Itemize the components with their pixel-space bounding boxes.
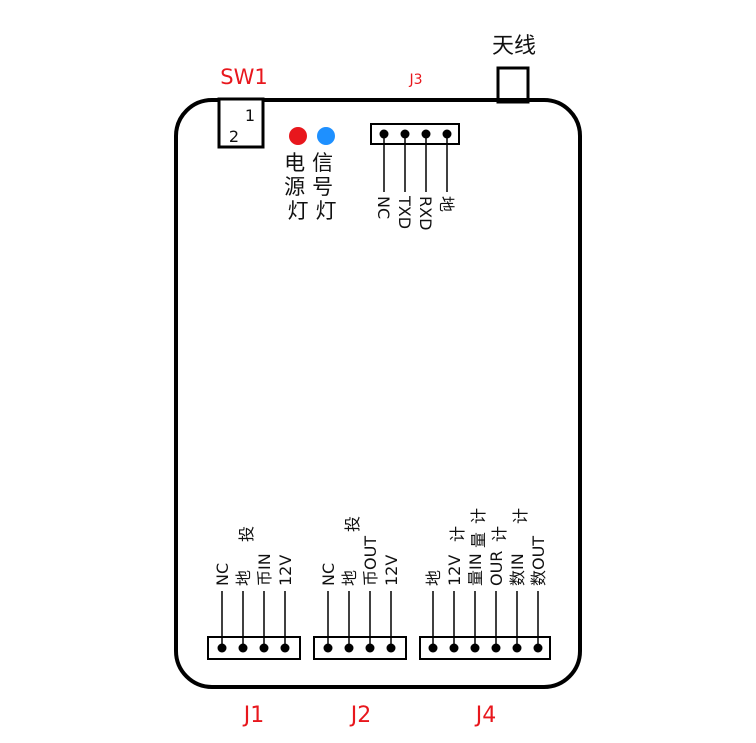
j3-pin <box>379 129 389 192</box>
j1-pin-label-line: NC <box>213 563 232 586</box>
sw1-pin2-label: 2 <box>229 127 239 146</box>
j1-pin-label-line: 12V <box>276 555 295 586</box>
j1-pin <box>217 591 227 653</box>
j4-pin <box>470 591 480 653</box>
j3-header <box>370 123 460 145</box>
j3-pin <box>421 129 431 192</box>
j4-pin-label-line: 数IN <box>508 553 527 586</box>
j3-pins <box>379 129 452 192</box>
antenna-label: 天线 <box>492 34 536 59</box>
signal-led-label-line: 灯 <box>316 199 337 223</box>
j1-label: J1 <box>242 703 265 728</box>
power-led <box>289 127 307 145</box>
j4-pin-label-line: 12V <box>445 555 464 586</box>
j4-pin <box>512 591 522 653</box>
power-led-label: 电 源 灯 <box>284 151 312 223</box>
j4-pin-label-line: OUR <box>487 551 506 586</box>
signal-led-label-line: 号 <box>312 175 333 199</box>
j1-pin-label-line: 币IN <box>255 553 274 586</box>
signal-led-label: 信 号 灯 <box>312 151 340 223</box>
sw1-pin1-label: 1 <box>245 106 255 125</box>
j2-pin-label: 12V <box>382 555 401 586</box>
j2-pin-label-line: 12V <box>382 555 401 586</box>
j3-pin <box>400 129 410 192</box>
j2-pin-label: NC <box>319 563 338 586</box>
j1-pins <box>217 591 290 653</box>
j2-header <box>313 636 407 660</box>
j2-pin <box>365 591 375 653</box>
j1-header <box>207 636 301 660</box>
j4-pin-label-line: 计 <box>511 508 530 524</box>
signal-led-label-line: 信 <box>312 151 333 175</box>
j2-label: J2 <box>349 703 372 728</box>
j1-pin <box>238 591 248 653</box>
j4-pin-label: 数OUT 计 <box>511 508 548 586</box>
j2-pin-label-line: 地 <box>340 570 359 586</box>
j3-pin-label: NC <box>374 196 393 219</box>
j3-pin-label: TXD <box>395 195 414 229</box>
j3-label: J3 <box>408 72 422 88</box>
j4-pin <box>428 591 438 653</box>
j1-pin-label-line: 地 <box>234 570 253 586</box>
j1-pin-label: 12V <box>276 555 295 586</box>
j3-pin-label: 地 <box>437 196 456 212</box>
j3-pin-label: RXD <box>416 196 435 230</box>
j2-pin <box>323 591 333 653</box>
j1-pin-label: NC <box>213 563 232 586</box>
sw1-label: SW1 <box>220 65 267 89</box>
j2-pins <box>323 591 396 653</box>
j4-pin-label-line: 地 <box>424 570 443 586</box>
j4-pin-label: 量IN 计 <box>448 526 485 586</box>
j4-pin <box>491 591 501 653</box>
j2-pin-label: 币OUT 投 <box>343 516 380 586</box>
antenna-stub <box>496 66 530 104</box>
j4-pin-label-line: 量 <box>469 532 488 548</box>
power-led-label-line: 源 <box>284 175 305 199</box>
j4-pin <box>449 591 459 653</box>
j4-header <box>419 636 551 660</box>
j4-pin-label-line: 计 <box>448 526 467 542</box>
power-led-label-line: 灯 <box>288 199 309 223</box>
j4-pin <box>533 591 543 653</box>
j4-pin-label: 数IN 计 <box>490 526 527 586</box>
board-outline <box>174 98 582 689</box>
j3-pin <box>442 129 452 192</box>
j2-pin <box>344 591 354 653</box>
j1-pin <box>280 591 290 653</box>
j1-pin <box>259 591 269 653</box>
j4-pin-label: OUR 量 计 <box>469 508 506 586</box>
j1-pin-label-line: 投 <box>237 526 256 542</box>
j4-label: J4 <box>474 703 497 728</box>
sw1-switch <box>217 97 265 149</box>
j2-pin <box>386 591 396 653</box>
j4-pin-label: 地 <box>424 570 443 586</box>
j2-pin-label: 地 <box>340 570 359 586</box>
j1-pin-label: 币IN 投 <box>237 526 274 586</box>
j2-pin-label-line: 币OUT <box>361 536 380 586</box>
j2-pin-label-line: 投 <box>343 516 362 532</box>
j4-pin-label: 12V <box>445 555 464 586</box>
j4-pin-label-line: 量IN <box>466 553 485 586</box>
j4-pin-label-line: 计 <box>469 508 488 524</box>
signal-led <box>317 127 335 145</box>
power-led-label-line: 电 <box>284 151 305 175</box>
j1-pin-label: 地 <box>234 570 253 586</box>
j4-pins <box>428 591 543 653</box>
j4-pin-label-line: 数OUT <box>529 536 548 586</box>
j4-pin-label-line: 计 <box>490 526 509 542</box>
j2-pin-label-line: NC <box>319 563 338 586</box>
